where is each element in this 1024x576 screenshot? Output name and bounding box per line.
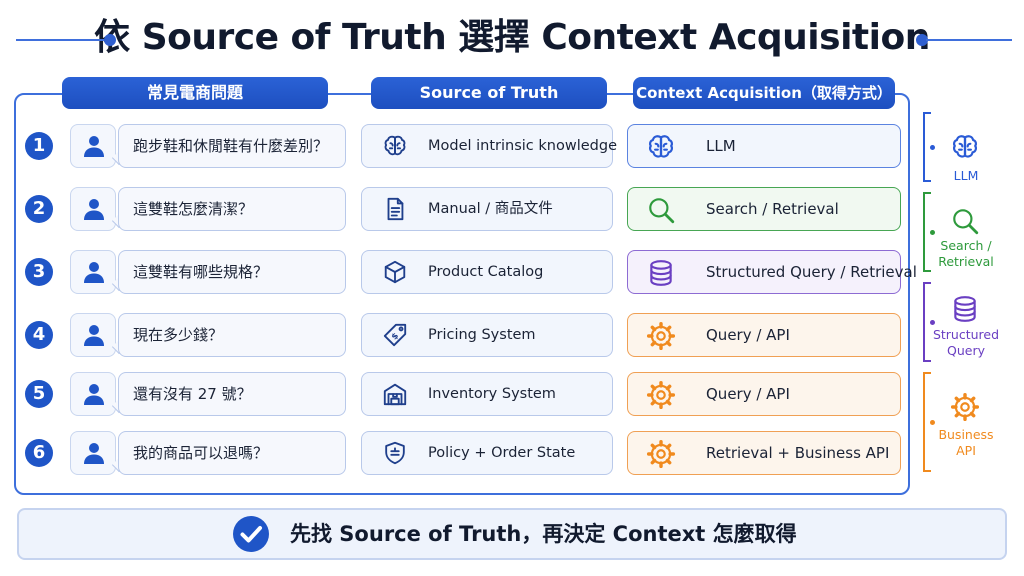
- brain-icon: [950, 132, 980, 166]
- legend-label-line: API: [956, 443, 976, 458]
- row-number: 5: [25, 380, 53, 408]
- row-number: 3: [25, 258, 53, 286]
- context-label: Structured Query / Retrieval: [706, 263, 917, 281]
- header-context: Context Acquisition（取得方式）: [633, 77, 895, 109]
- person-icon: [70, 431, 116, 475]
- warehouse-icon: [382, 381, 408, 411]
- page-title: 依 Source of Truth 選擇 Context Acquisition: [94, 17, 930, 58]
- database-icon: [950, 294, 980, 328]
- gear-icon: [646, 321, 676, 355]
- person-icon: [70, 187, 116, 231]
- header-question: 常見電商問題: [62, 77, 328, 109]
- legend-label-line: Query: [947, 343, 985, 358]
- legend-label-line: Structured: [932, 327, 1000, 342]
- cube-icon: [382, 259, 408, 289]
- legend-dot: [930, 230, 935, 235]
- price-tag-icon: $: [382, 322, 408, 352]
- check-circle-icon: [232, 515, 270, 553]
- legend-label: Search /Retrieval: [928, 238, 1004, 270]
- person-icon: [70, 372, 116, 416]
- context-box: Search / Retrieval: [627, 187, 901, 231]
- context-box: Query / API: [627, 313, 901, 357]
- legend-bracket: [923, 112, 931, 182]
- question-bubble: 跑步鞋和休閒鞋有什麼差別？: [118, 124, 346, 168]
- title-left-dot: [104, 34, 116, 46]
- source-label: Pricing System: [428, 327, 536, 343]
- question-bubble: 還有沒有 27 號？: [118, 372, 346, 416]
- source-box: Manual / 商品文件: [361, 187, 613, 231]
- shield-icon: [382, 440, 408, 470]
- brain-icon: [382, 133, 408, 163]
- svg-text:$: $: [389, 330, 400, 341]
- legend-label: LLM: [928, 168, 1004, 184]
- title-right-line: [926, 39, 1012, 41]
- source-label: Manual / 商品文件: [428, 201, 553, 217]
- legend-dot: [930, 420, 935, 425]
- gear-icon: [646, 439, 676, 473]
- question-bubble: 現在多少錢？: [118, 313, 346, 357]
- gear-icon: [646, 380, 676, 414]
- context-box: Query / API: [627, 372, 901, 416]
- question-bubble: 這雙鞋有哪些規格？: [118, 250, 346, 294]
- row-number: 2: [25, 195, 53, 223]
- database-icon: [646, 258, 676, 292]
- source-label: Inventory System: [428, 386, 556, 402]
- legend-bracket: [923, 192, 931, 272]
- context-label: LLM: [706, 137, 736, 155]
- title-right-dot: [916, 34, 928, 46]
- row-number: 4: [25, 321, 53, 349]
- search-icon: [950, 206, 980, 240]
- source-box: Model intrinsic knowledge: [361, 124, 617, 168]
- person-icon: [70, 124, 116, 168]
- legend-label-line: Search /: [940, 238, 992, 253]
- row-number: 6: [25, 439, 53, 467]
- question-bubble: 我的商品可以退嗎？: [118, 431, 346, 475]
- title-left-line: [16, 39, 108, 41]
- source-label: Product Catalog: [428, 264, 544, 280]
- search-icon: [646, 195, 676, 229]
- source-label: Model intrinsic knowledge: [428, 138, 617, 154]
- legend-label-line: LLM: [953, 168, 979, 183]
- context-label: Retrieval + Business API: [706, 444, 890, 462]
- person-icon: [70, 250, 116, 294]
- header-source: Source of Truth: [371, 77, 607, 109]
- context-box: Structured Query / Retrieval: [627, 250, 917, 294]
- context-label: Query / API: [706, 326, 790, 344]
- banner-text: 先找 Source of Truth，再決定 Context 怎麼取得: [290, 522, 797, 546]
- source-box: $ Pricing System: [361, 313, 613, 357]
- context-label: Search / Retrieval: [706, 200, 839, 218]
- context-box: LLM: [627, 124, 901, 168]
- legend-bracket: [923, 282, 931, 362]
- row-number: 1: [25, 132, 53, 160]
- source-box: Inventory System: [361, 372, 613, 416]
- context-label: Query / API: [706, 385, 790, 403]
- source-box: Product Catalog: [361, 250, 613, 294]
- person-icon: [70, 313, 116, 357]
- legend-dot: [930, 145, 935, 150]
- legend-label-line: Business: [938, 427, 994, 442]
- brain-icon: [646, 132, 676, 166]
- context-box: Retrieval + Business API: [627, 431, 901, 475]
- bottom-banner: [17, 508, 1007, 560]
- source-box: Policy + Order State: [361, 431, 613, 475]
- question-bubble: 這雙鞋怎麼清潔？: [118, 187, 346, 231]
- legend-label-line: Retrieval: [938, 254, 994, 269]
- legend-dot: [930, 320, 935, 325]
- legend-bracket: [923, 372, 931, 472]
- gear-icon: [950, 392, 980, 426]
- document-icon: [382, 196, 408, 226]
- source-label: Policy + Order State: [428, 445, 576, 461]
